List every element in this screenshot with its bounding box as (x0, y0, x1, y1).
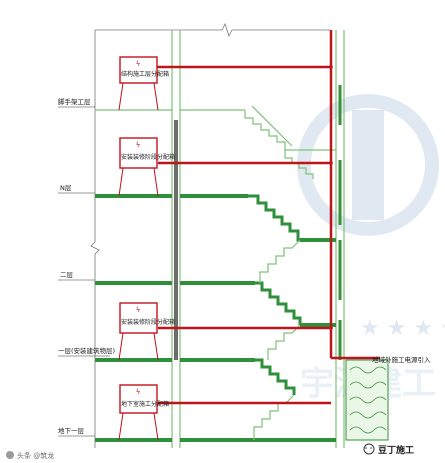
power-cables (157, 30, 380, 405)
distribution-box-1: ϟ 结构施工层分配箱 (118, 56, 169, 111)
stairs-green (248, 194, 302, 395)
floor-slabs-light (95, 109, 336, 151)
ground-fill (345, 359, 389, 441)
cable-nodes (329, 65, 333, 330)
distribution-box-4: ϟ 地下室施工分配箱 (118, 384, 169, 441)
floor-label-1: 脚手架工层 (58, 97, 91, 106)
stairs-return (253, 239, 301, 440)
floor-labels: 脚手架工层 N层 二层 一层(安装建筑物层) 地下一层 (58, 97, 115, 437)
box-2-label: 安装装修阶段分配箱 (121, 153, 175, 161)
building-outline (90, 22, 330, 448)
floor-label-3: 二层 (60, 271, 74, 279)
vertical-walls (171, 30, 345, 448)
camera-icon (6, 451, 14, 459)
floor-label-2: N层 (60, 184, 72, 192)
bottom-logo-text: 头条 @筑龙 (17, 451, 54, 460)
brand-text: 豆丁施工 (378, 444, 414, 456)
box-1-label: 结构施工层分配箱 (121, 70, 169, 78)
ground-power-label: 地域外施工电源引入 (372, 355, 431, 364)
svg-text:★ ★ ★ ★: ★ ★ ★ ★ (360, 316, 445, 341)
svg-text:ϟ: ϟ (136, 306, 141, 314)
wechat-icon (363, 443, 375, 455)
floor-label-5: 地下一层 (58, 426, 85, 435)
svg-text:ϟ: ϟ (136, 141, 141, 149)
floor-slabs (95, 194, 336, 442)
stairs-upper (244, 105, 314, 179)
distribution-box-3: ϟ 安装装修阶段分配箱 (118, 302, 175, 361)
box-4-label: 地下室施工分配箱 (121, 400, 169, 408)
distribution-box-2: ϟ 安装装修阶段分配箱 (118, 137, 175, 197)
svg-text:ϟ: ϟ (136, 60, 141, 68)
bottom-left-logo: 头条 @筑龙 (6, 451, 54, 460)
svg-text:ϟ: ϟ (136, 388, 141, 396)
floor-label-4: 一层(安装建筑物层) (58, 346, 115, 355)
box-3-label: 安装装修阶段分配箱 (121, 318, 175, 326)
brand-badge: 豆丁施工 (363, 443, 414, 456)
